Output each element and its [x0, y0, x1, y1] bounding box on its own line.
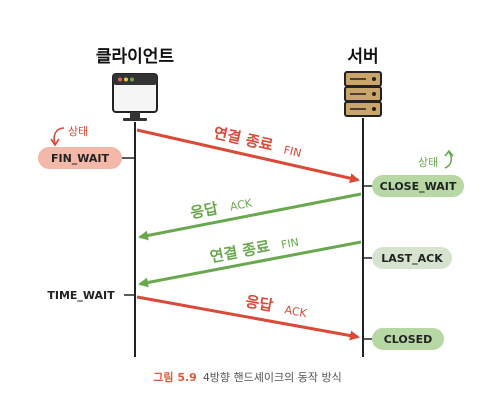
server-state-close-wait: CLOSE_WAIT: [363, 175, 464, 197]
server-state-hint: 상태: [418, 149, 454, 169]
message-fin-client-to-server: 연결 종료 FIN: [136, 124, 360, 184]
client-state-hint: 상태: [50, 125, 88, 147]
message-ack-client-to-server: 응답 ACK: [136, 292, 360, 341]
message-fin-server-to-client: 연결 종료 FIN: [138, 236, 362, 288]
message-tag: FIN: [282, 143, 302, 160]
client-state-label: FIN_WAIT: [51, 152, 110, 165]
message-tag: ACK: [284, 303, 309, 320]
message-tag: FIN: [280, 236, 300, 252]
server-state-hint-text: 상태: [418, 156, 438, 169]
server-title: 서버: [347, 47, 378, 67]
figure-caption: 그림 5.9 4방향 핸드셰이크의 동작 방식: [0, 369, 495, 385]
client-state-label: TIME_WAIT: [47, 289, 115, 302]
server-state-closed: CLOSED: [363, 328, 444, 350]
client-monitor-icon: [112, 73, 158, 121]
message-label: 응답: [189, 199, 220, 222]
server-state-last-ack: LAST_ACK: [363, 247, 452, 269]
message-ack-server-to-client: 응답 ACK: [138, 192, 362, 241]
client-state-time-wait: TIME_WAIT: [38, 284, 135, 306]
server-rack-icon: [344, 71, 382, 117]
message-tag: ACK: [229, 196, 254, 213]
server-state-label: CLOSE_WAIT: [380, 180, 457, 193]
server-state-label: CLOSED: [384, 333, 433, 346]
client-state-fin-wait: FIN_WAIT: [38, 147, 135, 169]
figure-caption-text: 4방향 핸드셰이크의 동작 방식: [202, 371, 342, 384]
message-label: 응답: [244, 292, 275, 315]
server-state-label: LAST_ACK: [381, 252, 443, 265]
client-title: 클라이언트: [96, 47, 175, 67]
client-state-hint-text: 상태: [68, 125, 88, 138]
figure-caption-label: 그림 5.9: [153, 371, 197, 384]
